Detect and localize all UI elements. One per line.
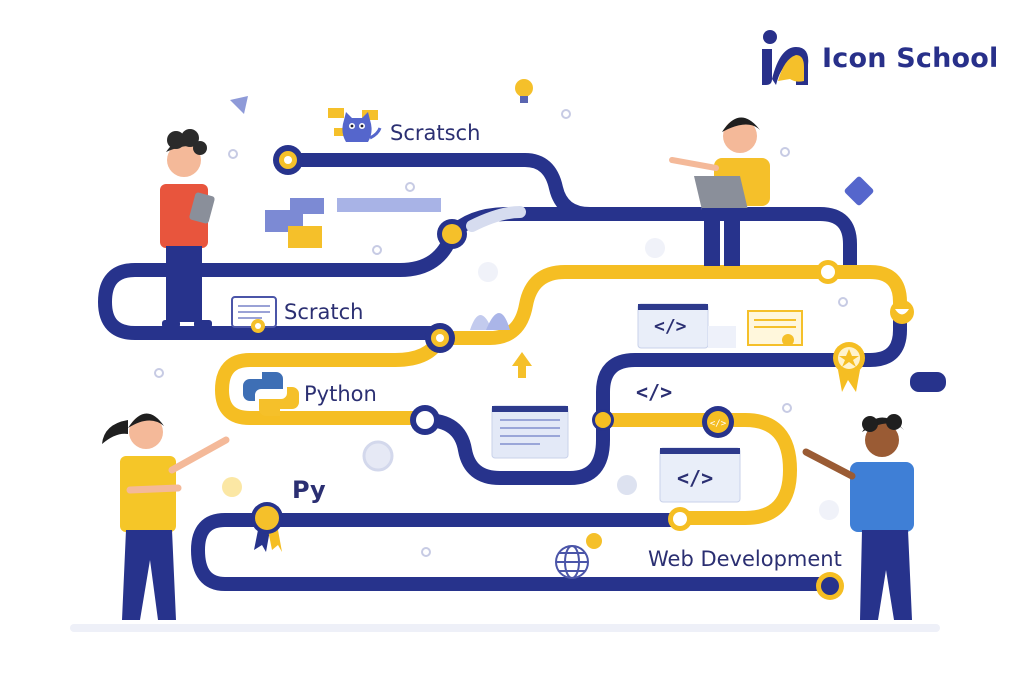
milestone-scratsch-label: Scratsch	[390, 121, 481, 145]
milestone-py-label: Py	[292, 476, 326, 504]
milestone-python-label: Python	[304, 382, 377, 406]
svg-text:</>: </>	[710, 419, 727, 429]
milestone-scratch-label: Scratch	[284, 300, 364, 324]
icon-school-logo	[762, 30, 809, 85]
brand-name: Icon School	[822, 42, 999, 74]
brand-header: Icon School	[758, 28, 998, 88]
milestone-web-development-label: Web Development	[648, 547, 842, 571]
code-tag: </>	[654, 316, 687, 337]
code-tag: </>	[636, 380, 673, 404]
code-tag: </>	[677, 466, 714, 490]
